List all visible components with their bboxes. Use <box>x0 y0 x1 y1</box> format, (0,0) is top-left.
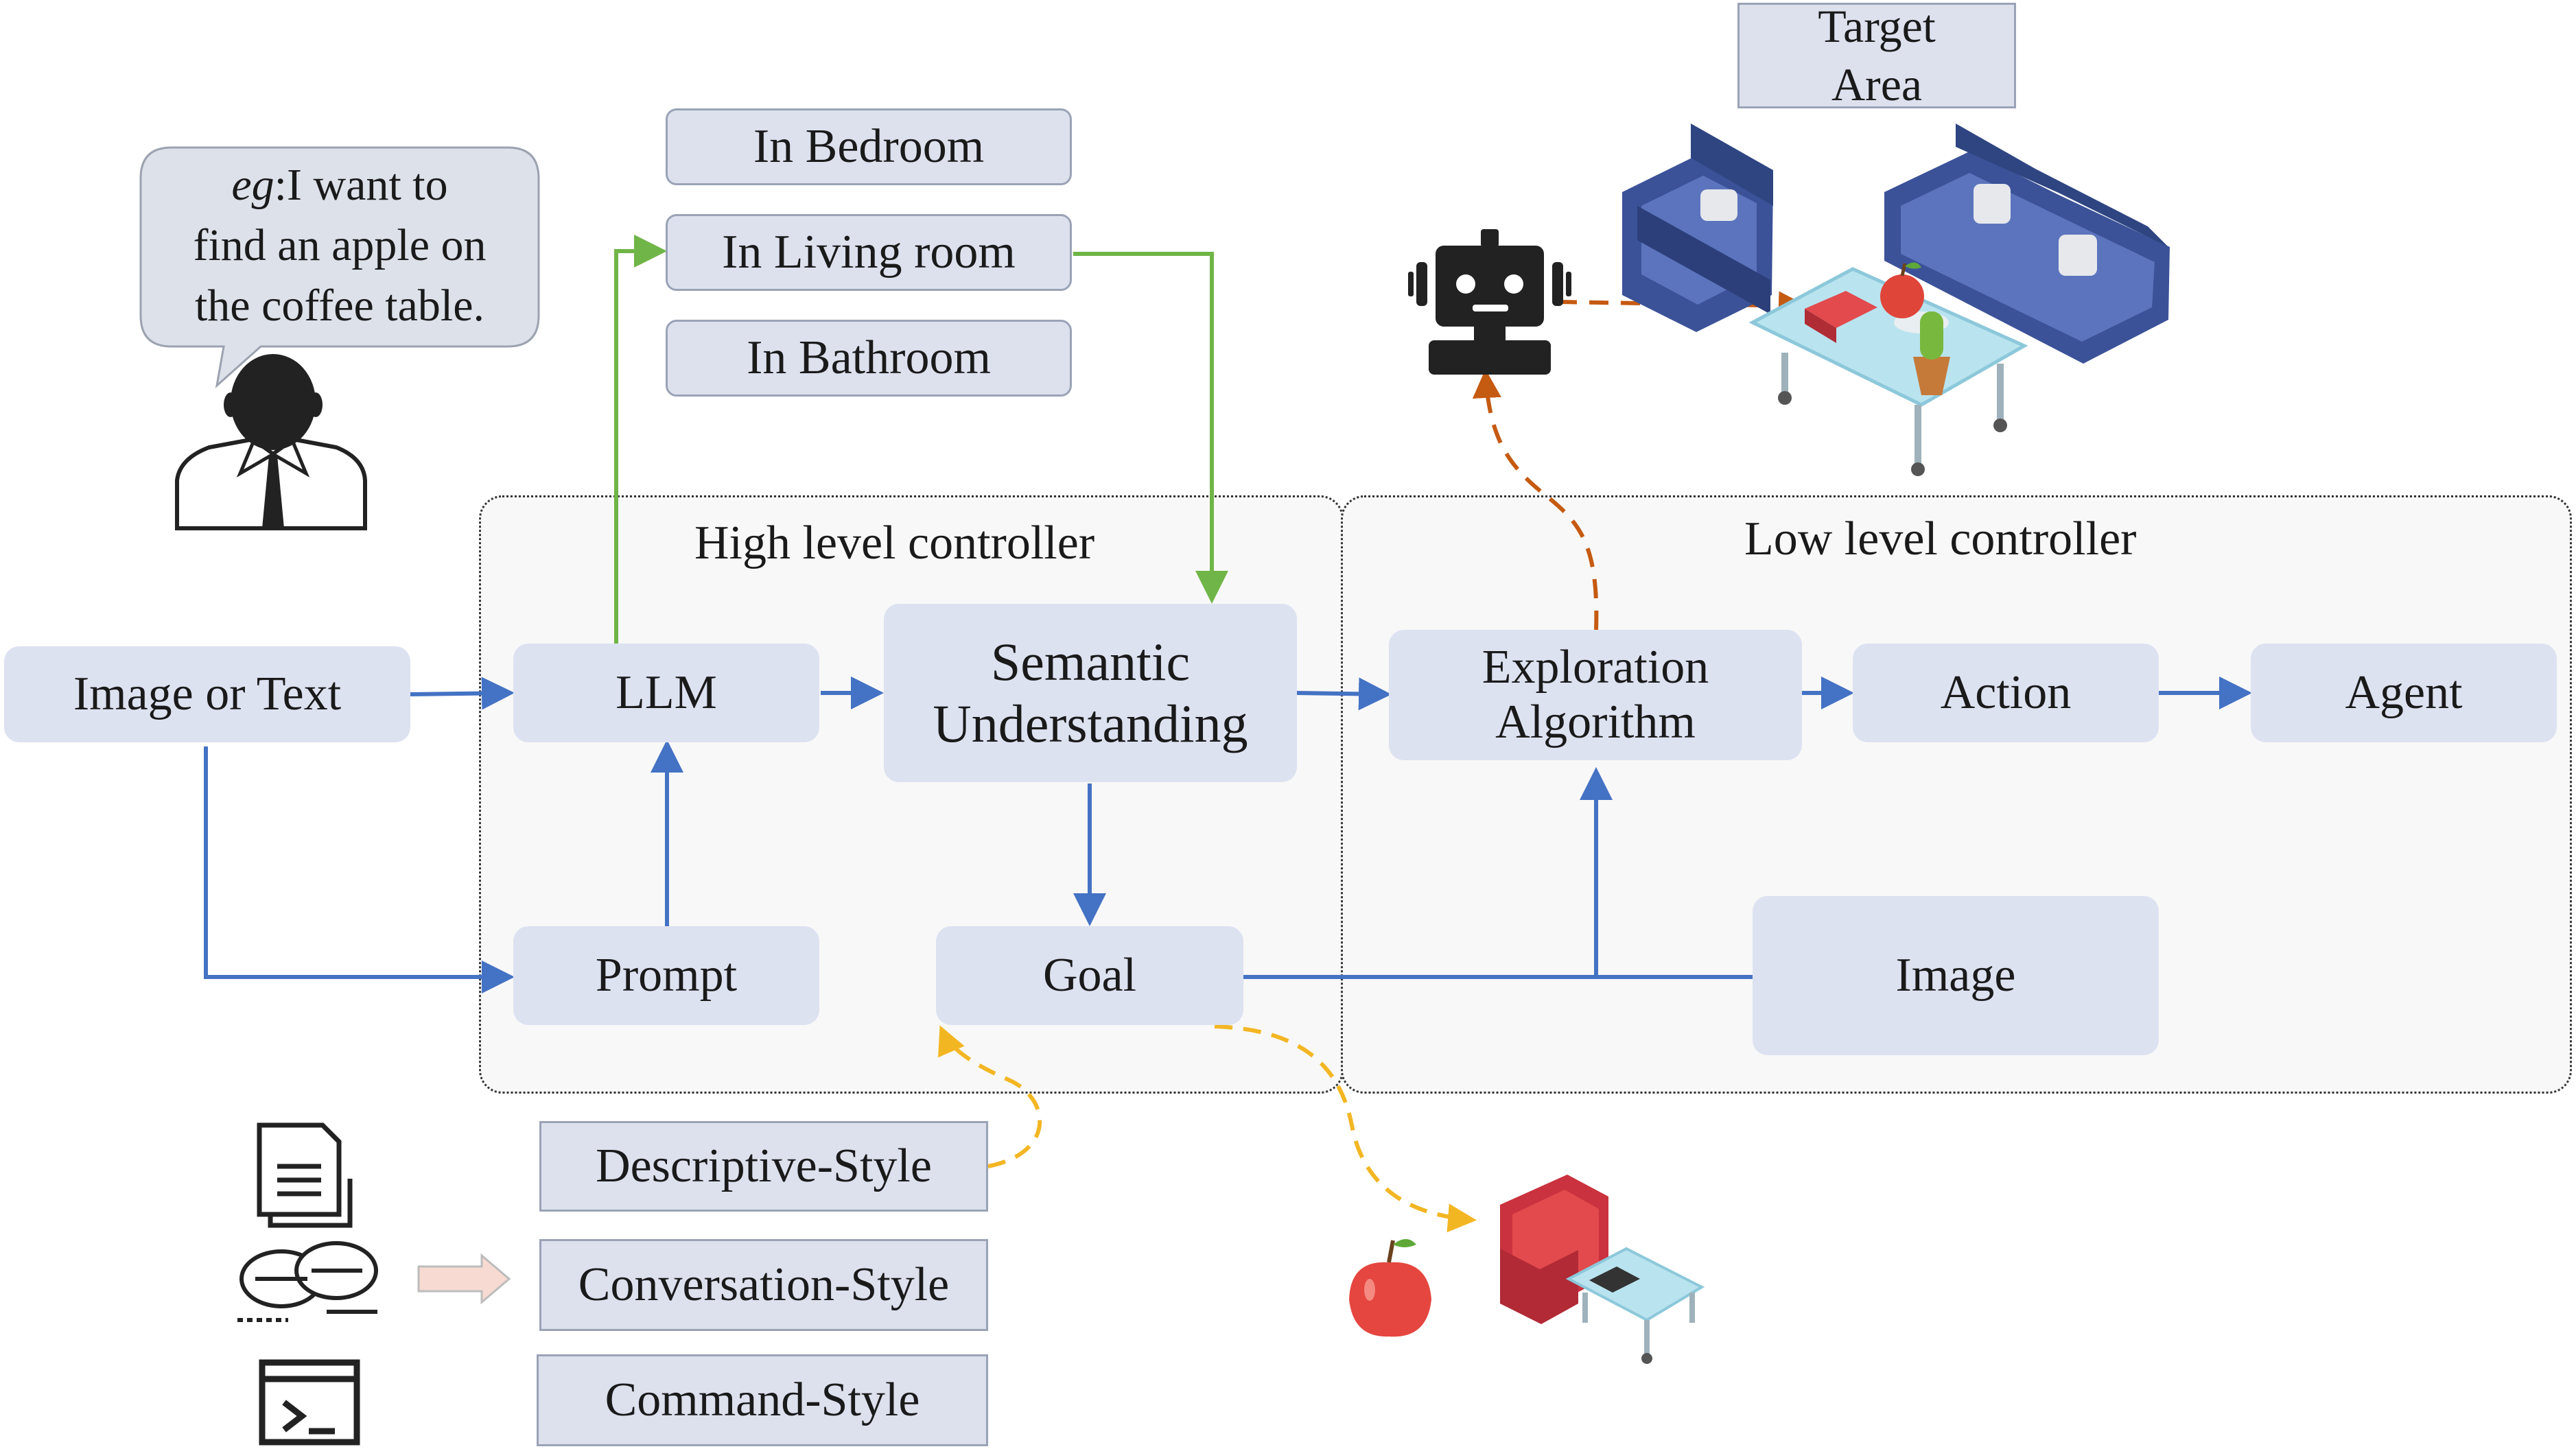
descriptive-style-box[interactable]: Descriptive-Style <box>539 1121 988 1212</box>
user-icon <box>175 354 367 530</box>
command-style-box[interactable]: Command-Style <box>537 1354 988 1446</box>
goal-node[interactable]: Goal <box>936 926 1243 1025</box>
arrow-goal-to-armchair-dashed <box>1214 1024 1477 1233</box>
arrow-room-options-to-semantic <box>1073 252 1228 604</box>
room-option-bathroom[interactable]: In Bathroom <box>666 320 1072 397</box>
sofa-living-room-icon <box>1622 123 2170 476</box>
speech-bubble-line3: the coffee table. <box>194 280 485 331</box>
llm-node[interactable]: LLM <box>513 644 819 742</box>
speech-bubble-line1: :I want to <box>274 160 448 210</box>
input-node[interactable]: Image or Text <box>4 646 410 742</box>
prompt-node[interactable]: Prompt <box>513 926 819 1025</box>
arrow-style-to-goal-dashed <box>938 1025 1042 1168</box>
armchair-icon <box>1500 1175 1705 1364</box>
room-option-living-room[interactable]: In Living room <box>666 214 1072 291</box>
semantic-understanding-node[interactable]: Semantic Understanding <box>884 604 1297 782</box>
agent-node[interactable]: Agent <box>2251 644 2557 742</box>
conversation-style-box[interactable]: Conversation-Style <box>539 1239 988 1331</box>
arrow-semantic-to-exploration <box>1296 677 1392 711</box>
document-icon <box>257 1122 353 1228</box>
robot-icon <box>1408 229 1571 375</box>
right-arrow-icon <box>417 1253 511 1305</box>
arrow-input-to-prompt <box>204 746 515 993</box>
chat-icon <box>237 1241 378 1322</box>
low-level-controller-title: Low level controller <box>1744 513 2137 565</box>
action-node[interactable]: Action <box>1853 644 2159 742</box>
exploration-algorithm-node[interactable]: Exploration Algorithm <box>1389 630 1802 760</box>
high-level-controller-title: High level controller <box>694 517 1095 569</box>
arrow-exploration-to-robot-dashed <box>1472 369 1599 631</box>
speech-bubble-prefix: eg <box>231 160 274 210</box>
terminal-icon <box>259 1359 360 1446</box>
image-node[interactable]: Image <box>1753 896 2159 1055</box>
apple-icon <box>1349 1239 1431 1337</box>
arrow-llm-to-room-options <box>614 235 667 645</box>
arrow-input-to-llm <box>410 676 515 710</box>
speech-bubble-text: eg:I want to find an apple on the coffee… <box>144 155 535 335</box>
room-option-bedroom[interactable]: In Bedroom <box>666 108 1072 185</box>
speech-bubble-line2: find an apple on <box>193 220 487 270</box>
target-area-label: Target Area <box>1737 0 2016 110</box>
